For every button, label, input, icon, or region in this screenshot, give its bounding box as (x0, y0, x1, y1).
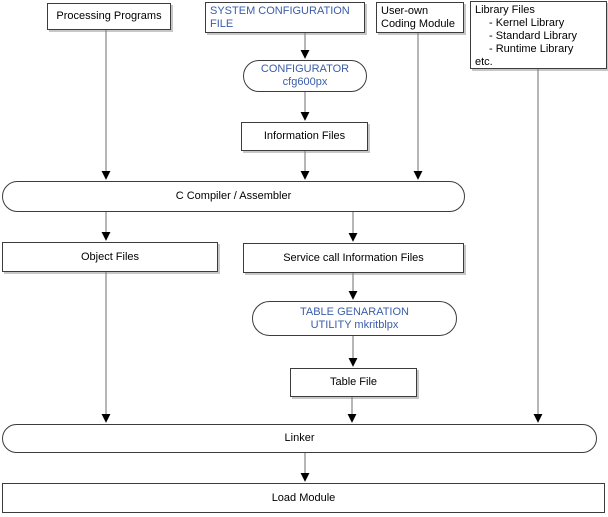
node-load-module: Load Module (2, 483, 605, 513)
node-label-line1: User-own (381, 5, 429, 17)
node-label: Processing Programs (56, 10, 162, 22)
node-label: Linker (284, 432, 315, 444)
node-label-line1: TABLE GENARATION (299, 305, 409, 318)
node-processing-programs: Processing Programs (47, 3, 171, 30)
node-linker: Linker (2, 424, 597, 453)
node-label: Object Files (80, 250, 140, 263)
node-label-line3: - Standard Library (489, 30, 578, 42)
node-c-compiler-assembler: C Compiler / Assembler (2, 181, 465, 212)
node-label-line2: - Kernel Library (489, 17, 565, 29)
node-table-generation-utility: TABLE GENARATION UTILITY mkritblpx (252, 301, 457, 336)
node-label: Information Files (263, 130, 346, 142)
node-service-call-information-files: Service call Information Files (243, 243, 464, 273)
node-label-line1: CONFIGURATOR (260, 63, 350, 75)
node-label: Table File (329, 376, 378, 388)
node-label-line2: Coding Module (381, 18, 455, 30)
node-label-line4: - Runtime Library (489, 43, 574, 55)
node-user-own-coding-module: User-own Coding Module (376, 2, 464, 33)
node-label-line5: etc. (475, 56, 493, 68)
node-label: Load Module (271, 491, 336, 504)
node-label: C Compiler / Assembler (175, 190, 292, 202)
node-label-line2: cfg600px (282, 76, 328, 88)
node-label: Service call Information Files (283, 251, 424, 264)
node-information-files: Information Files (241, 122, 368, 151)
node-table-file: Table File (290, 368, 417, 397)
node-label-line2: UTILITY mkritblpx (310, 318, 399, 331)
node-system-configuration-file: SYSTEM CONFIGURATION FILE (205, 2, 365, 33)
node-label-line1: Library Files (475, 4, 535, 16)
node-library-files: Library Files - Kernel Library - Standar… (470, 1, 607, 69)
node-configurator: CONFIGURATOR cfg600px (243, 60, 367, 92)
node-object-files: Object Files (2, 242, 218, 272)
node-label-line2: FILE (210, 18, 234, 30)
node-label-line1: SYSTEM CONFIGURATION (210, 5, 350, 17)
